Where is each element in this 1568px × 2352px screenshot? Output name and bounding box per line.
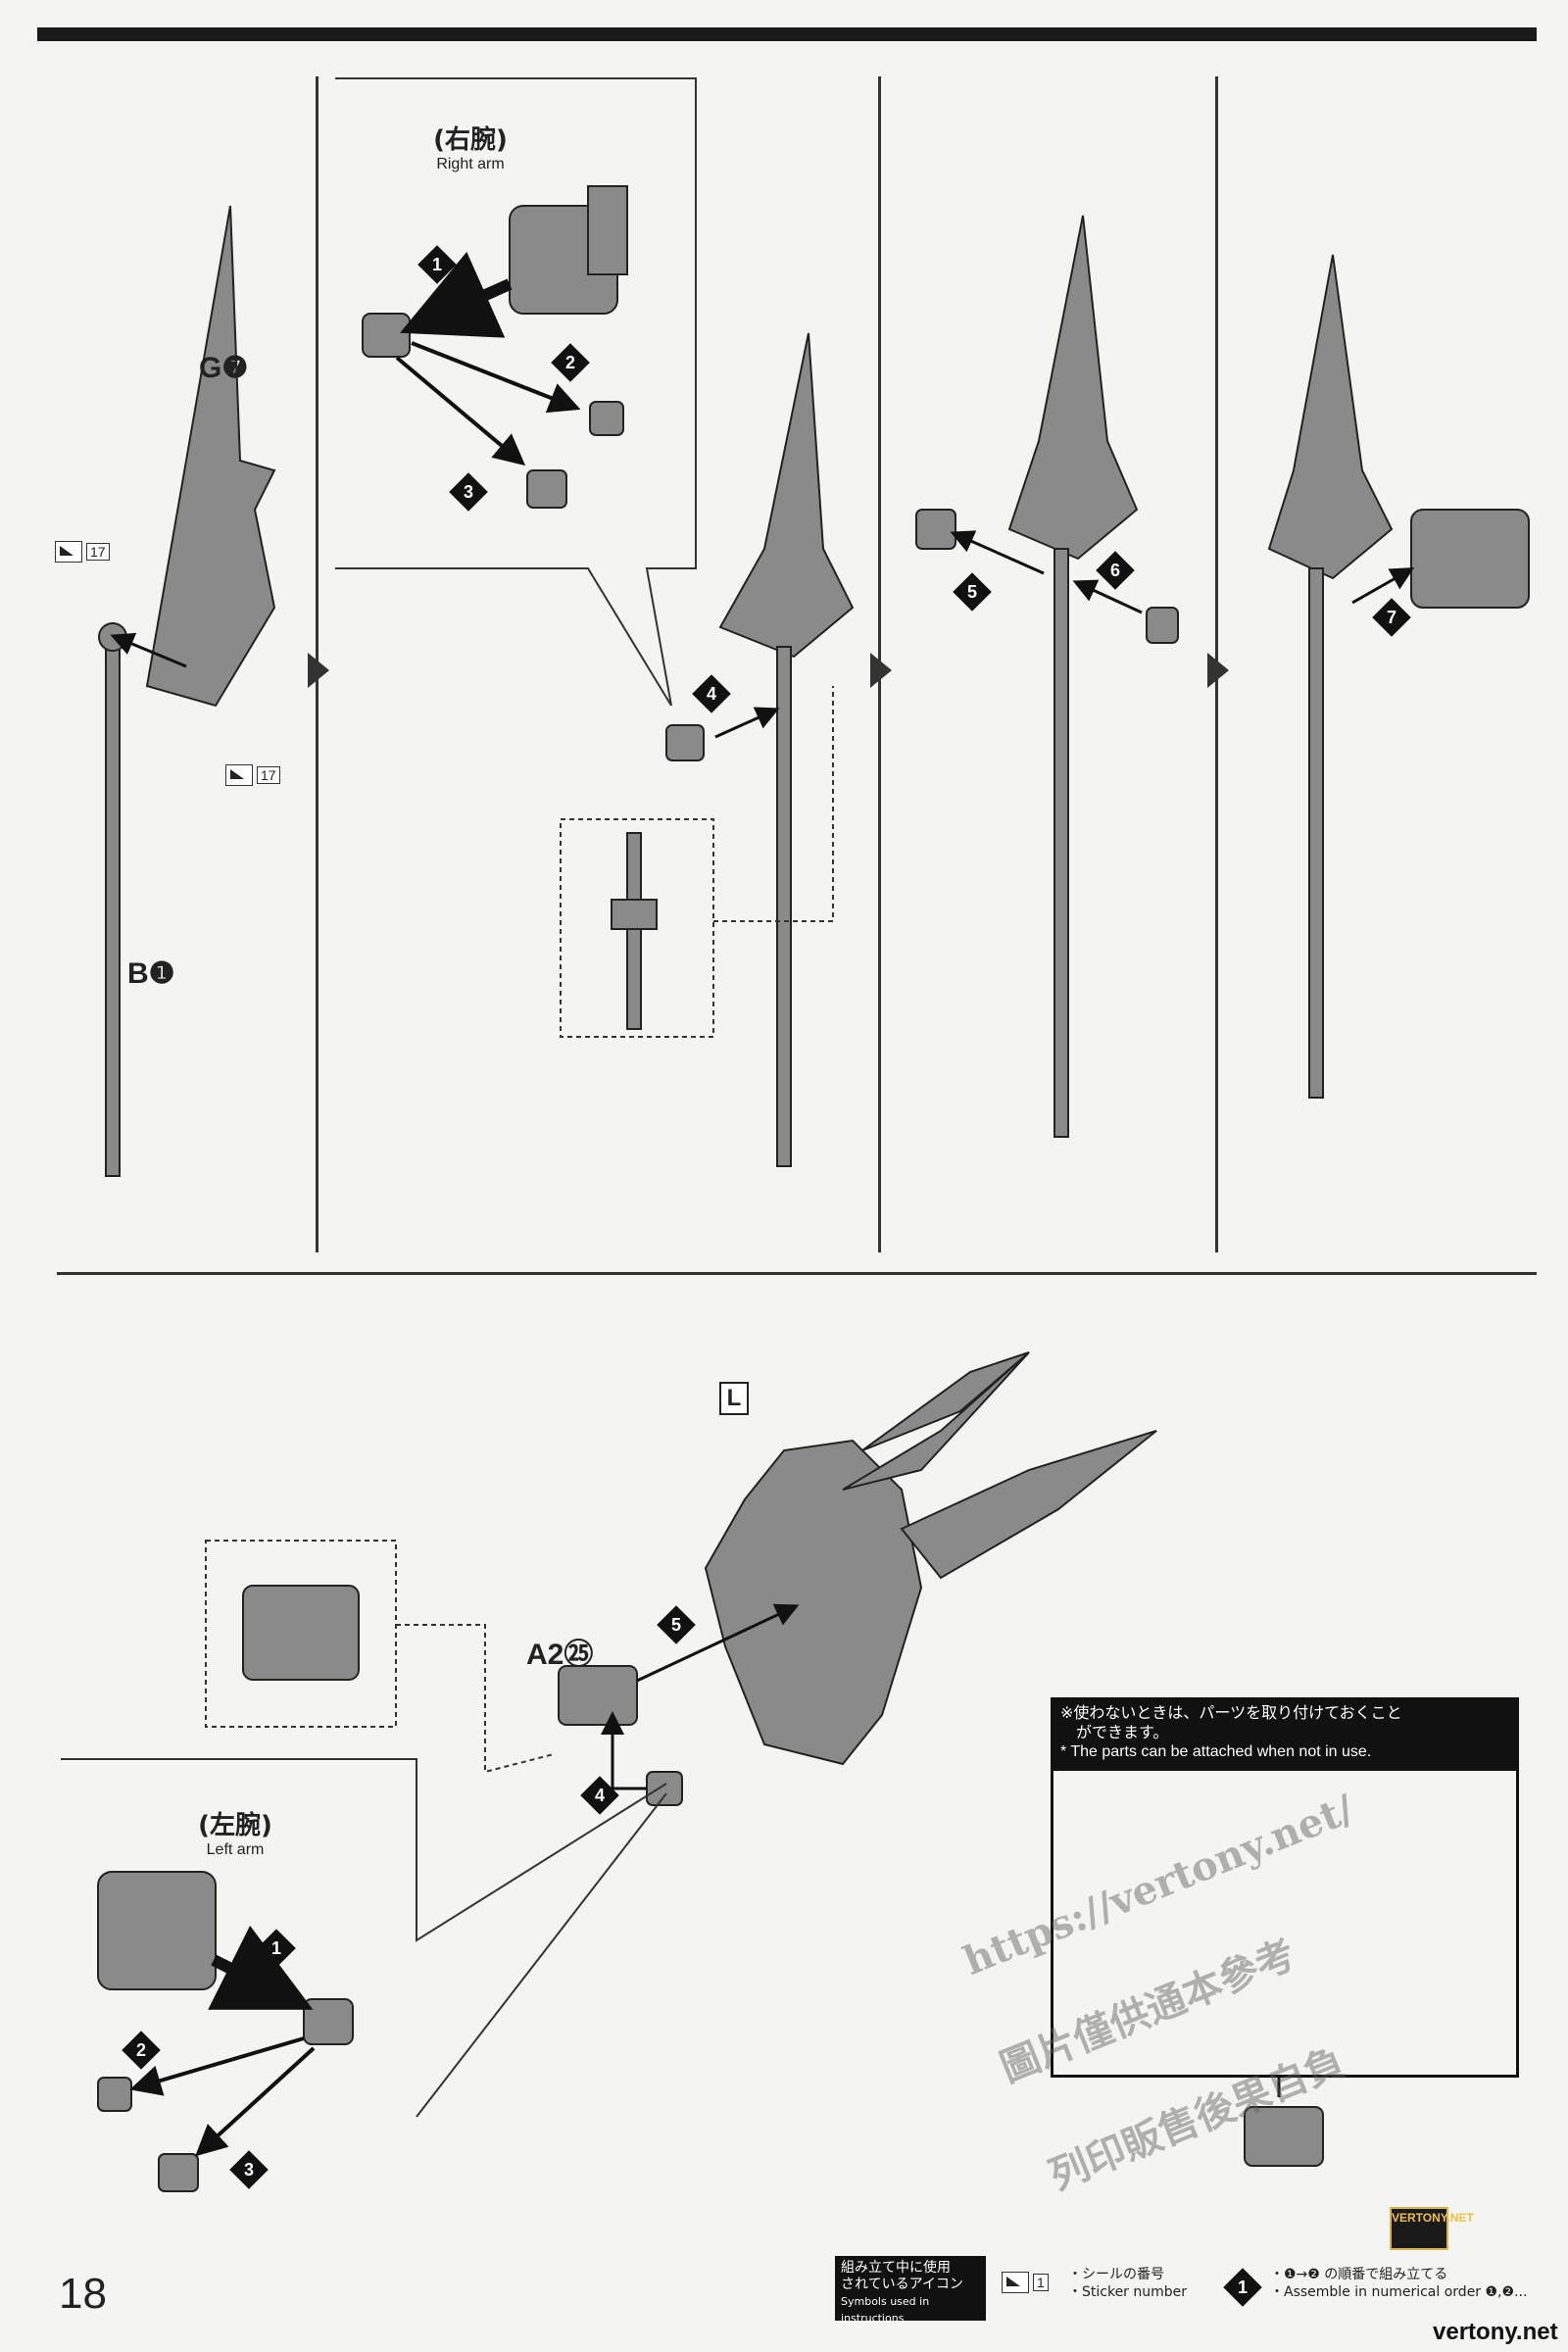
sticker-icon xyxy=(1002,2272,1029,2293)
vertony-badge: VERTONY.NET xyxy=(1390,2207,1474,2250)
left-arm-label-en: Left arm xyxy=(206,1841,265,1858)
legend-sticker-icon: 1 xyxy=(1002,2272,1049,2293)
step-marker: 1 xyxy=(417,245,457,284)
part-label-b1: B❶ xyxy=(127,957,175,990)
next-panel-arrow-icon xyxy=(1207,653,1229,688)
part-label-g7: G❼ xyxy=(199,352,249,384)
note-jp-line1: ※使わないときは、パーツを取り付けておくこと xyxy=(1060,1703,1402,1722)
page-number: 18 xyxy=(59,2270,107,2318)
watermark-site: vertony.net xyxy=(1433,2319,1558,2345)
note-en: * The parts can be attached when not in … xyxy=(1060,1743,1372,1760)
step-marker: 5 xyxy=(953,572,992,612)
sticker-marker: 17 xyxy=(225,764,280,786)
next-panel-arrow-icon xyxy=(870,653,892,688)
sticker-icon xyxy=(225,764,253,786)
step-marker: 4 xyxy=(692,674,731,713)
step-marker: 5 xyxy=(657,1605,696,1644)
section-divider xyxy=(57,1272,1537,1275)
step-marker: 7 xyxy=(1372,598,1411,637)
sticker-icon xyxy=(55,541,82,563)
step-marker: 3 xyxy=(229,2150,269,2189)
left-arm-label: (左腕) Left arm xyxy=(186,1805,284,1859)
note-header: ※使わないときは、パーツを取り付けておくこと ができます。 * The part… xyxy=(1051,1697,1519,1768)
right-arm-label-jp: (右腕) xyxy=(433,125,508,155)
step-marker: 6 xyxy=(1096,551,1135,590)
legend-order: ・❶→❷ の順番で組み立てる ・Assemble in numerical or… xyxy=(1270,2267,1528,2300)
sticker-number: 17 xyxy=(257,766,280,784)
step-marker: 1 xyxy=(257,1929,296,1968)
sticker-marker: 17 xyxy=(55,541,110,563)
step-marker: 3 xyxy=(449,472,488,512)
sticker-number: 17 xyxy=(86,543,110,561)
legend-step-icon: 1 xyxy=(1223,2268,1262,2307)
legend-sticker: ・シールの番号 ・Sticker number xyxy=(1068,2267,1188,2300)
step-marker: 2 xyxy=(122,2031,161,2070)
step-marker: 4 xyxy=(580,1776,619,1815)
legend-title: 組み立て中に使用 されているアイコン Symbols used in instr… xyxy=(835,2256,986,2325)
right-arm-label-en: Right arm xyxy=(436,156,505,172)
part-label-a2: A2㉕ xyxy=(526,1639,594,1671)
step-marker: 2 xyxy=(551,343,590,382)
left-arm-label-jp: (左腕) xyxy=(198,1811,272,1840)
top-bar xyxy=(37,27,1537,41)
right-arm-label: (右腕) Right arm xyxy=(421,120,519,173)
note-illustration-box xyxy=(1051,1768,1519,2078)
next-panel-arrow-icon xyxy=(308,653,329,688)
note-jp-line2: ができます。 xyxy=(1076,1723,1169,1741)
part-label-l: L xyxy=(719,1382,749,1415)
optional-parts-note: ※使わないときは、パーツを取り付けておくこと ができます。 * The part… xyxy=(1051,1697,1519,2078)
